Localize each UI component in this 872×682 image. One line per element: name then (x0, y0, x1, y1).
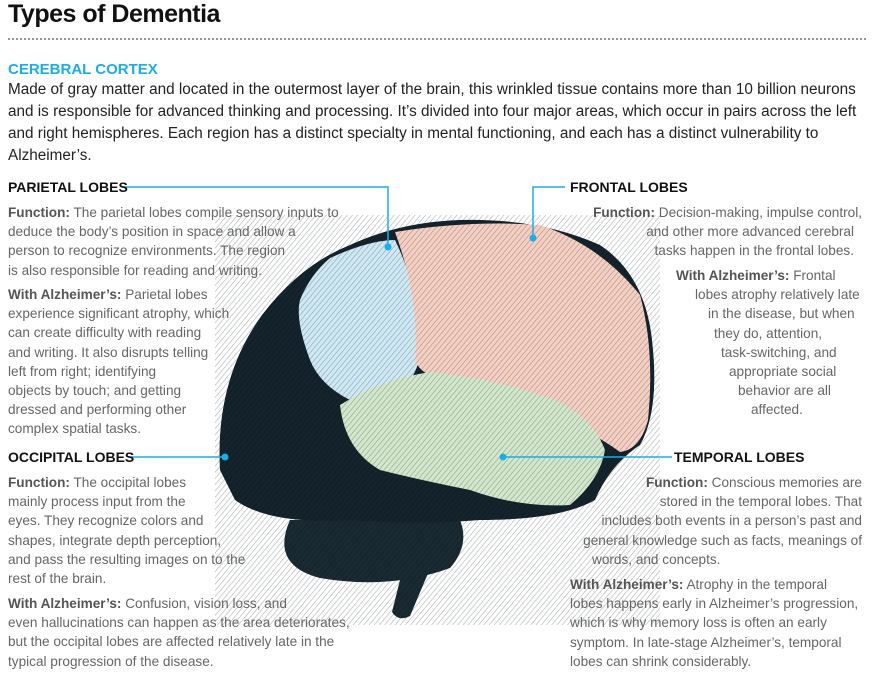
text-line: but the occipital lobes are affected rel… (8, 634, 335, 650)
frontal-heading: FRONTAL LOBES (570, 179, 688, 195)
text-line: and pass the resulting images on to the (8, 551, 246, 567)
alzheimers-label: With Alzheimer’s: (676, 268, 790, 283)
occipital-function: Function: The occipital lobes mainly pro… (8, 473, 245, 588)
text-line: words, and concepts. (592, 551, 721, 567)
hatching-texture (215, 215, 660, 625)
text-line: lobes happens early in Alzheimer’s progr… (570, 596, 859, 612)
text-line: Conscious memories are (711, 475, 862, 490)
text-line: appropriate social (729, 364, 837, 380)
function-label: Function: (645, 475, 708, 490)
temporal-alzheimers: With Alzheimer’s: Atrophy in the tempora… (570, 575, 870, 671)
occipital-alzheimers: With Alzheimer’s: Confusion, vision loss… (8, 594, 350, 671)
function-label: Function: (8, 205, 70, 220)
text-line: complex spatial tasks. (8, 421, 141, 437)
text-line: can create difficulty with reading (8, 325, 202, 341)
text-line: lobes atrophy relatively late (695, 287, 860, 303)
text-line: task-switching, and (721, 344, 837, 360)
cerebral-cortex-body: Made of gray matter and located in the o… (8, 81, 857, 164)
text-line: The occipital lobes (73, 475, 187, 490)
text-line: in the disease, but when (708, 306, 855, 322)
text-line: which is why memory loss is often an ear… (570, 615, 827, 631)
text-line: Parietal lobes (125, 287, 208, 302)
occipital-heading: OCCIPITAL LOBES (8, 449, 135, 465)
temporal-function: Function: Conscious memories are stored … (572, 473, 862, 569)
parietal-heading: PARIETAL LOBES (8, 179, 128, 195)
text-line: symptom. In late-stage Alzheimer’s, temp… (570, 634, 842, 650)
text-line: and other more advanced cerebral (646, 224, 854, 240)
text-line: affected. (751, 402, 803, 418)
text-line: The parietal lobes compile sensory input… (73, 205, 339, 220)
text-line: behavior are all (738, 383, 831, 399)
text-line: lobes can shrink considerably. (570, 653, 752, 669)
parietal-function: Function: The parietal lobes compile sen… (8, 203, 339, 280)
leader-lines (122, 186, 672, 458)
text-line: stored in the temporal lobes. That (659, 494, 862, 510)
text-line: Decision-making, impulse control, (658, 205, 862, 220)
text-line: Confusion, vision loss, and (125, 596, 287, 611)
text-line: Frontal (793, 268, 836, 283)
text-line: general knowledge such as facts, meaning… (583, 532, 862, 548)
text-line: left from right; identifying (8, 363, 157, 379)
alzheimers-label: With Alzheimer’s: (8, 596, 122, 611)
alzheimers-label: With Alzheimer’s: (570, 577, 684, 592)
alzheimers-label: With Alzheimer’s: (8, 287, 122, 302)
text-line: tasks happen in the frontal lobes. (654, 243, 854, 259)
text-line: shapes, integrate depth perception, (8, 532, 222, 548)
parietal-alzheimers: With Alzheimer’s: Parietal lobes experie… (8, 285, 229, 439)
text-line: includes both events in a person’s past … (601, 513, 862, 529)
text-line: typical progression of the disease. (8, 653, 214, 669)
text-line: person to recognize environments. The re… (8, 243, 286, 259)
text-line: eyes. They recognize colors and (8, 513, 204, 529)
page-title: Types of Dementia (8, 0, 220, 28)
temporal-heading: TEMPORAL LOBES (674, 449, 805, 465)
frontal-alzheimers: With Alzheimer’s: Frontal lobes atrophy … (676, 266, 866, 420)
text-line: deduce the body’s position in space and … (8, 224, 296, 240)
frontal-function: Function: Decision-making, impulse contr… (562, 203, 862, 261)
function-label: Function: (593, 205, 655, 220)
text-line: Atrophy in the temporal (686, 577, 828, 592)
function-label: Function: (8, 475, 70, 490)
text-line: rest of the brain. (8, 571, 107, 587)
leader-dots (221, 234, 537, 461)
text-line: experience significant atrophy, which (8, 306, 230, 322)
text-line: they do, attention, (714, 325, 823, 341)
text-line: is also responsible for reading and writ… (8, 262, 262, 278)
text-line: objects by touch; and getting (8, 383, 182, 399)
text-line: dressed and performing other (8, 402, 187, 418)
cerebral-cortex-heading: CEREBRAL CORTEX (8, 61, 158, 78)
text-line: mainly process input from the (8, 494, 186, 510)
text-line: and writing. It also disrupts telling (8, 344, 209, 360)
divider (8, 38, 866, 40)
text-line: even hallucinations can happen as the ar… (8, 615, 350, 631)
